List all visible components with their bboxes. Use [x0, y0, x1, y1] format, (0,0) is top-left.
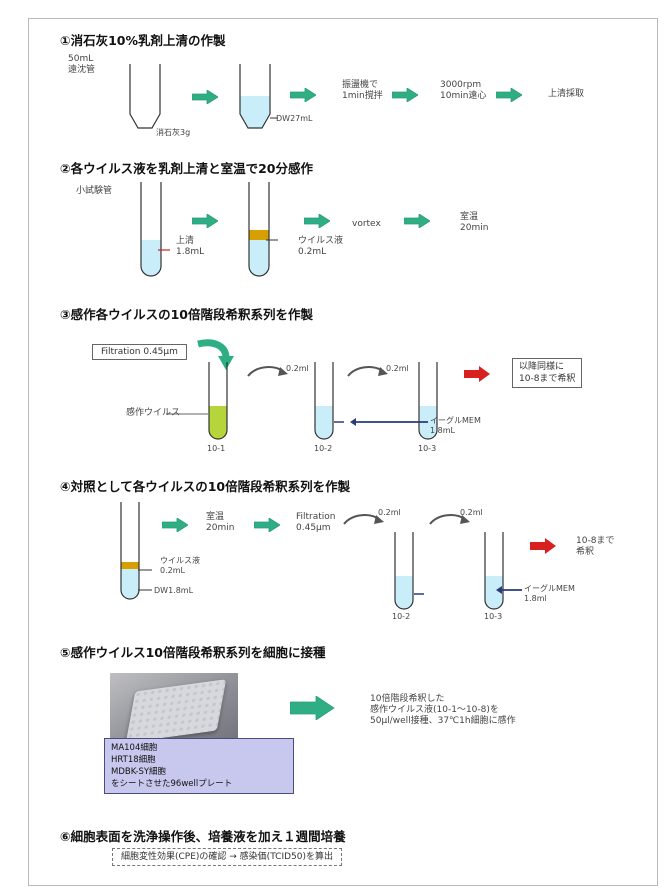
filtration-box: Filtration 0.45μm [92, 344, 187, 360]
control-transfer-2-label: 0.2ml [460, 508, 483, 517]
red-arrow-1 [464, 366, 490, 382]
control-dilution-2-label: 10-2 [392, 612, 411, 621]
empty-conical-tube [129, 64, 161, 129]
sensitized-tube [208, 362, 228, 440]
centrifuge-label: 3000rpm 10min遠心 [440, 80, 487, 101]
dilution-2-label: 10-2 [314, 444, 333, 453]
sensitized-pointer [166, 413, 208, 415]
dilution-note-box: 以降同様に 10-8まで希釈 [512, 358, 583, 388]
section-5-title: ⑤感作ウイルス10倍階段希釈系列を細胞に接種 [60, 645, 326, 660]
dilution-tube-3 [418, 362, 438, 440]
vortex-label: vortex [352, 219, 381, 229]
control-tube [120, 502, 152, 600]
control-medium-pointer [496, 586, 522, 594]
section-4-title: ④対照として各ウイルスの10倍階段希釈系列を作製 [60, 479, 351, 494]
control-dilution-tube-3 [484, 532, 504, 610]
cell-lines-box: MA104細胞 HRT18細胞 MDBK-SY細胞 をシートさせた96wellプ… [104, 738, 294, 794]
test-tube-supernatant [140, 182, 170, 277]
medium-label: イーグルMEM 1.8mL [430, 416, 481, 435]
sensitized-label: 感作ウイルス [126, 408, 181, 418]
dilution-1-label: 10-1 [207, 444, 226, 453]
filtration-arrow [197, 339, 234, 370]
lime-label: 消石灰3g [156, 128, 191, 137]
conical-tube-with-dw [239, 64, 278, 129]
control-transfer-1-label: 0.2ml [378, 508, 401, 517]
supernatant-label: 上清 1.8mL [176, 236, 205, 257]
control-dilution-tube-2 [394, 532, 424, 610]
transfer-1-label: 0.2ml [286, 364, 309, 373]
shake-label: 振盪機で 1min撹拌 [342, 80, 383, 101]
arrow-4 [496, 88, 522, 102]
test-tube-virus [248, 182, 278, 277]
arrow-3 [392, 88, 418, 102]
cpe-box: 細胞変性効果(CPE)の確認 → 感染価(TCID50)を算出 [112, 848, 342, 866]
arrow-9 [254, 518, 280, 532]
control-dw-label: DW1.8mL [154, 586, 194, 595]
control-virus-label: ウイルス液 0.2mL [160, 556, 200, 575]
test-tube-label: 小試験管 [76, 186, 113, 196]
virus-label: ウイルス液 0.2mL [298, 236, 344, 257]
cell-line-2: HRT18細胞 [111, 755, 156, 765]
room-temp-label: 室温 20min [460, 212, 489, 233]
red-arrow-2 [530, 538, 556, 554]
collect-label: 上清採取 [548, 89, 585, 99]
control-room-label: 室温 20min [206, 512, 235, 533]
section-2-title: ②各ウイルス液を乳剤上清と室温で20分感作 [60, 161, 313, 176]
well-plate-photo [110, 673, 238, 749]
control-dilution-3-label: 10-3 [484, 612, 503, 621]
section-3-title: ③感作各ウイルスの10倍階段希釈系列を作製 [60, 307, 313, 322]
dw-label: DW27mL [276, 114, 313, 123]
control-medium-label: イーグルMEM 1.8ml [524, 584, 575, 603]
cell-line-4: をシートさせた96wellプレート [111, 779, 233, 789]
medium-pointer [350, 418, 428, 426]
arrow-1 [192, 90, 218, 104]
section-1-title: ①消石灰10%乳剤上清の作製 [60, 33, 226, 48]
cell-line-1: MA104細胞 [111, 743, 158, 753]
conical-tube-label: 50mL 遠沈管 [68, 54, 96, 75]
transfer-2-label: 0.2ml [386, 364, 409, 373]
arrow-2 [290, 88, 316, 102]
arrow-7 [404, 214, 430, 228]
arrow-5 [192, 214, 218, 228]
inoculation-desc: 10倍階段希釈した 感作ウイルス液(10-1〜10-8)を 50μl/well接… [370, 694, 516, 726]
cell-line-3: MDBK-SY細胞 [111, 767, 167, 777]
arrow-10 [290, 696, 335, 720]
arrow-6 [304, 214, 330, 228]
dilution-3-label: 10-3 [418, 444, 437, 453]
control-dilution-note: 10-8まで 希釈 [576, 536, 615, 557]
control-filtration-label: Filtration 0.45μm [296, 512, 336, 533]
dilution-tube-2 [314, 362, 344, 440]
arrow-8 [162, 518, 188, 532]
section-6-title: ⑥細胞表面を洗浄操作後、培養液を加え１週間培養 [60, 829, 346, 844]
